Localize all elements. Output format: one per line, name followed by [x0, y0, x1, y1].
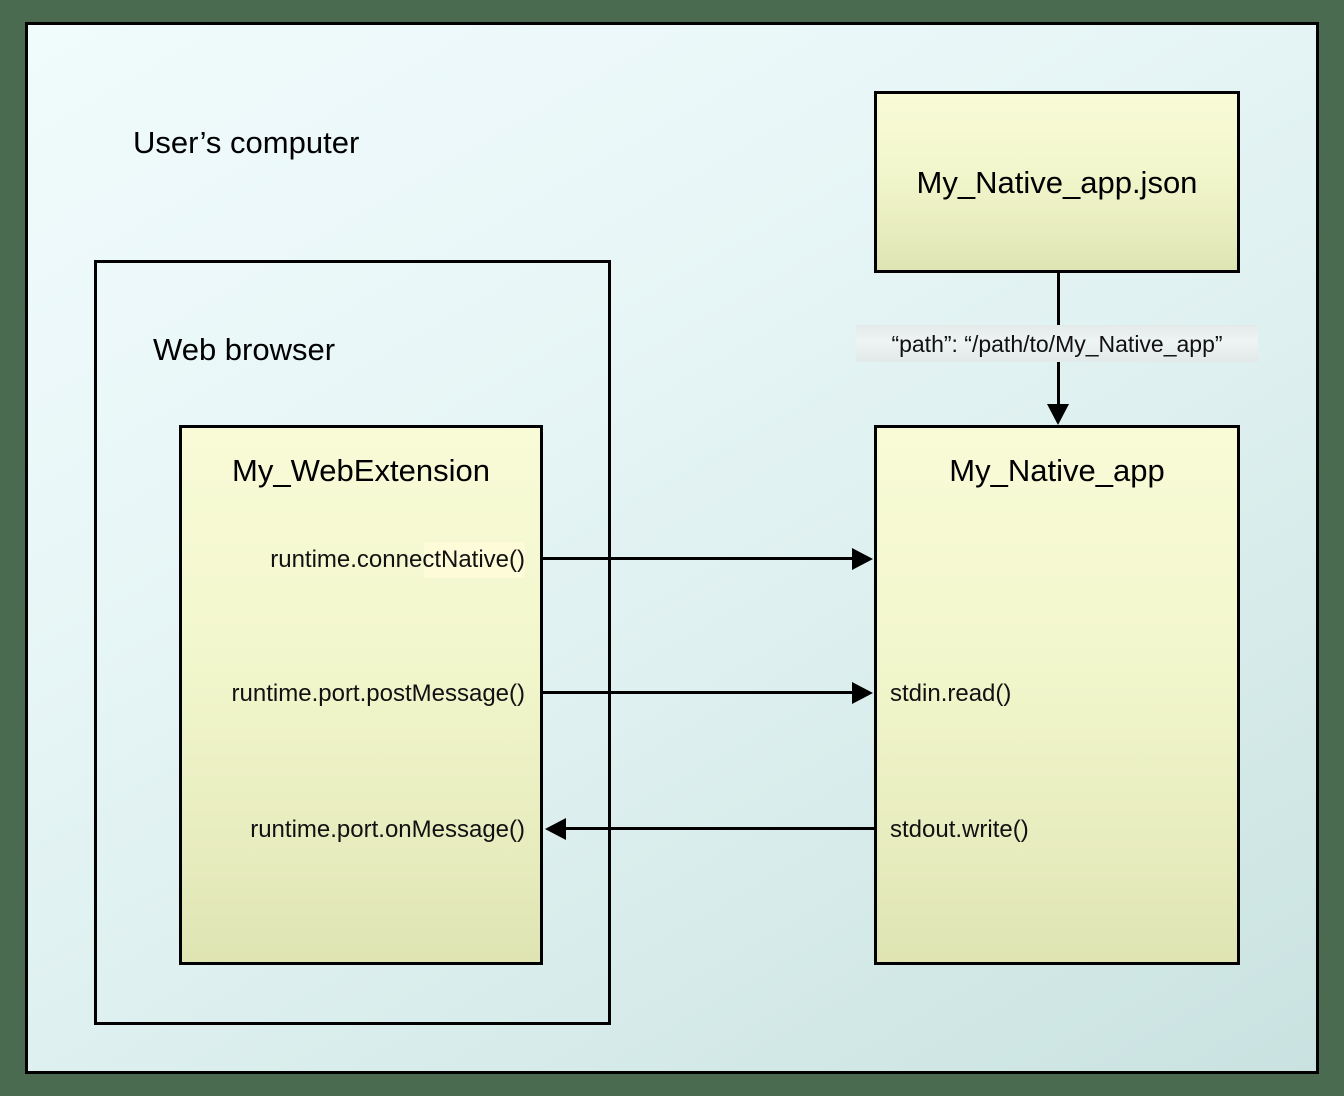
api-connect-native-label: runtime.connectNative()	[270, 546, 525, 573]
on-message-connector	[566, 827, 874, 830]
post-message-connector	[543, 691, 853, 694]
manifest-connector-lower	[1057, 362, 1060, 406]
api-on-message-label: runtime.port.onMessage()	[250, 816, 525, 843]
web-browser-container	[94, 260, 611, 1025]
manifest-node[interactable]	[874, 91, 1240, 273]
manifest-path-edge-label: “path”: “/path/to/My_Native_app”	[856, 325, 1258, 362]
post-message-arrowhead-right-icon	[852, 682, 873, 704]
connect-native-connector	[543, 557, 853, 560]
web-extension-node[interactable]	[179, 425, 543, 965]
api-stdout-write-label: stdout.write()	[890, 816, 1029, 843]
api-post-message-label: runtime.port.postMessage()	[231, 680, 525, 707]
connect-native-arrowhead-right-icon	[852, 548, 873, 570]
on-message-arrowhead-left-icon	[545, 818, 566, 840]
web-browser-label: Web browser	[153, 332, 336, 367]
connect-native-highlight	[424, 542, 525, 578]
diagram-canvas: User’s computer Web browser My_WebExtens…	[25, 22, 1319, 1074]
api-stdin-read-label: stdin.read()	[890, 680, 1012, 707]
native-app-node[interactable]	[874, 425, 1240, 965]
web-extension-title: My_WebExtension	[232, 453, 490, 488]
manifest-title: My_Native_app.json	[916, 165, 1198, 200]
manifest-arrowhead-down-icon	[1047, 404, 1069, 425]
users-computer-label: User’s computer	[133, 125, 360, 160]
native-app-title: My_Native_app	[949, 453, 1165, 488]
manifest-connector-upper	[1057, 273, 1060, 325]
